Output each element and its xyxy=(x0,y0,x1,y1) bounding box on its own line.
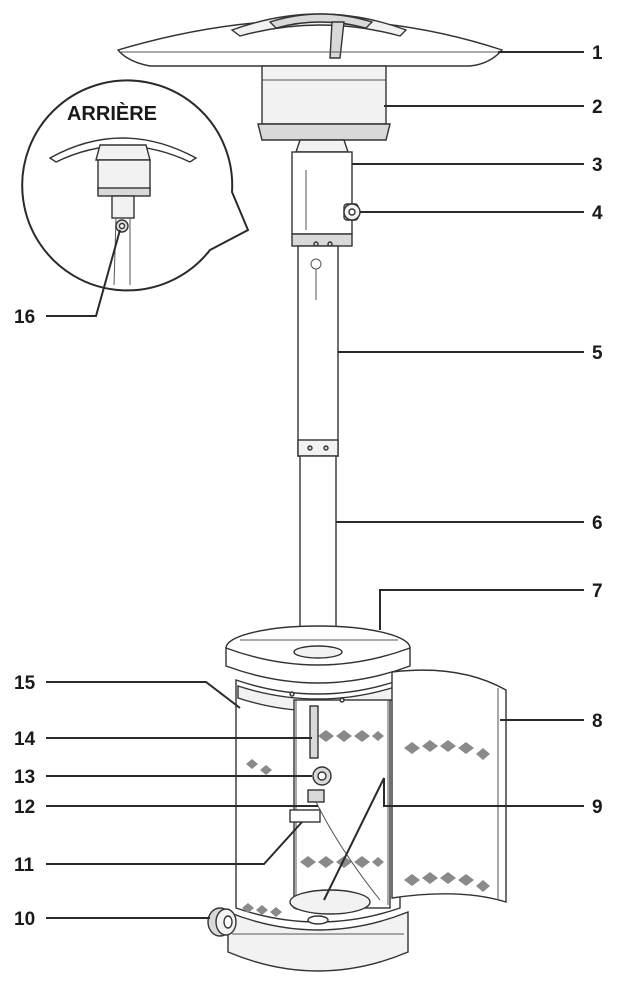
control-housing xyxy=(291,139,353,247)
callout-numbers: 1 2 3 4 5 6 7 8 9 10 11 12 13 14 15 16 xyxy=(14,43,603,930)
lower-post xyxy=(299,455,337,653)
door-mesh xyxy=(404,740,490,892)
callout-12: 12 xyxy=(14,797,35,818)
callout-4: 4 xyxy=(592,203,603,224)
wheel xyxy=(207,907,237,937)
emitter-screen xyxy=(257,65,391,141)
callout-9: 9 xyxy=(592,797,603,818)
rear-view-inset: ARRIÈRE xyxy=(21,79,250,292)
callout-5: 5 xyxy=(592,343,603,364)
control-knob xyxy=(343,203,361,221)
callout-13: 13 xyxy=(14,767,35,788)
callout-16: 16 xyxy=(14,307,35,328)
callout-7: 7 xyxy=(592,581,603,602)
gas-regulator-assembly xyxy=(289,705,381,901)
reflector xyxy=(116,13,504,67)
callout-1: 1 xyxy=(592,43,603,64)
inset-title: ARRIÈRE xyxy=(67,102,157,125)
callout-14: 14 xyxy=(14,729,36,750)
inset-heater xyxy=(48,137,198,286)
callout-11: 11 xyxy=(14,855,35,876)
leader-lines xyxy=(46,51,584,919)
tank-door xyxy=(391,669,507,903)
table-top xyxy=(225,625,411,684)
callout-6: 6 xyxy=(592,513,603,534)
callout-8: 8 xyxy=(592,711,603,732)
callout-10: 10 xyxy=(14,909,35,930)
callout-2: 2 xyxy=(592,97,603,118)
callout-3: 3 xyxy=(592,155,603,176)
upper-post xyxy=(297,245,339,457)
callout-15: 15 xyxy=(14,673,36,694)
